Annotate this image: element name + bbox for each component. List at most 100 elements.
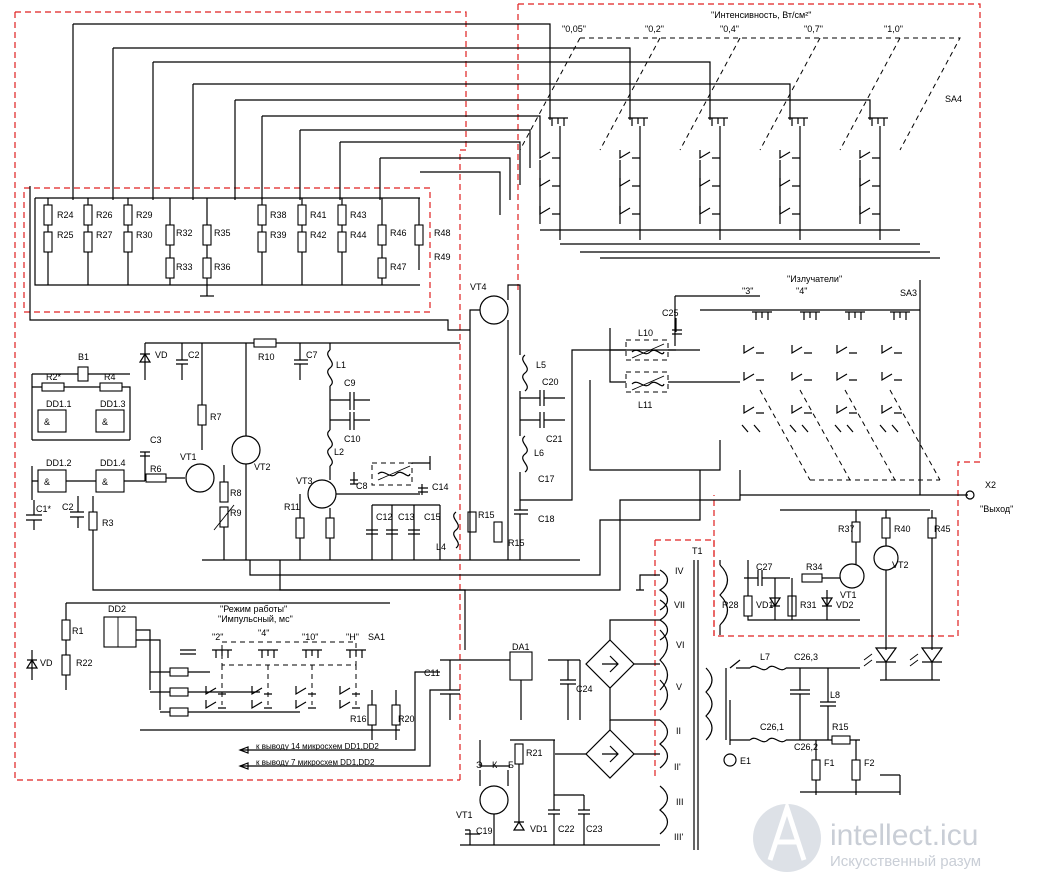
label-r48: R48 xyxy=(434,228,451,238)
label-r22: R22 xyxy=(76,658,93,668)
resistor-bank: R24 R25 R26 R27 R29 R30 R32 R33 R35 R36 … xyxy=(34,197,451,297)
note-pin14: к выводу 14 микросхем DD1,DD2 xyxy=(256,742,379,751)
watermark-logo: intellect.icu xyxy=(830,819,978,852)
label-vt4: VT4 xyxy=(470,282,487,292)
label-vd-top: VD xyxy=(155,350,168,360)
mode-pos-3: "Н" xyxy=(346,632,359,642)
label-r8: R8 xyxy=(230,488,242,498)
output-stage: X2 "Выход" C27 R34 VT1 VT2 R28 VD1 R31 V… xyxy=(722,280,1013,681)
label-l11: L11 xyxy=(638,400,652,410)
rf-generator: C7 L1 C9 C10 L2 VT3 R11 C8 C14 C12 C13 C… xyxy=(284,282,740,561)
label-c14: C14 xyxy=(432,482,449,492)
svg-text:&: & xyxy=(44,417,50,427)
long-wires xyxy=(29,186,741,650)
label-r4: R4 xyxy=(104,372,116,382)
sa4-bus-wires xyxy=(72,23,871,215)
label-c25: C25 xyxy=(662,308,679,318)
mode-pos-2: "10" xyxy=(302,632,318,642)
winding-iii: III xyxy=(676,797,684,807)
winding-vii: VII xyxy=(674,600,685,610)
label-r45: R45 xyxy=(934,524,951,534)
power-filter: VD C2 R10 R7 VT1 VT2 R8 R9 xyxy=(138,338,460,561)
label-c26-3: L8 xyxy=(830,690,840,700)
label-c26-1: C26,3 xyxy=(794,652,818,662)
intensity-title: "Интенсивность, Вт/см²" xyxy=(711,10,811,20)
label-r49: R49 xyxy=(434,252,451,262)
intensity-level-3: "0,7" xyxy=(804,24,823,34)
sa4-switch: "Интенсивность, Вт/см²" "0,05" "0,2" "0,… xyxy=(519,10,962,240)
oscillator-section: B1 R2* R4 & & DD1.1 DD1.3 & & DD1.2 DD1.… xyxy=(26,352,185,545)
label-r46: R46 xyxy=(390,228,407,238)
label-f1: F1 xyxy=(824,758,835,768)
label-c17: C17 xyxy=(538,474,555,484)
svg-text:&: & xyxy=(102,477,108,487)
label-da1: DA1 xyxy=(512,642,530,652)
label-r16: R16 xyxy=(350,714,367,724)
label-r28: R28 xyxy=(722,600,739,610)
power-supply: C11 DA1 C24 T1 IV VII VI V II II' III II… xyxy=(424,546,729,850)
output-connector: X2 xyxy=(985,480,996,490)
watermark-tagline: Искусственный разум xyxy=(830,853,981,870)
label-r36: R36 xyxy=(214,262,231,272)
label-r30: R30 xyxy=(136,230,153,240)
sa4-output-lines xyxy=(540,229,940,259)
label-dd2: DD2 xyxy=(108,604,126,614)
emitter-4-label: "4" xyxy=(796,286,807,296)
label-vt1-left: VT1 xyxy=(180,452,197,462)
label-dd1-4: DD1.4 xyxy=(100,458,126,468)
label-dd1-3: DD1.3 xyxy=(100,399,126,409)
label-r3: R3 xyxy=(102,518,114,528)
label-vt2-left: VT2 xyxy=(254,462,271,472)
winding-vi: VI xyxy=(676,640,685,650)
label-r15-filter: R15 xyxy=(832,722,849,732)
label-l2: L2 xyxy=(334,447,344,457)
label-c20: C20 xyxy=(542,377,559,387)
output-label: "Выход" xyxy=(980,504,1013,514)
label-r33: R33 xyxy=(176,262,193,272)
pin-e: Э xyxy=(476,760,483,770)
label-c22: C22 xyxy=(558,824,575,834)
block-boundaries xyxy=(14,3,981,781)
label-r15-mid2: R15 xyxy=(508,538,525,548)
label-l7: L7 xyxy=(760,652,770,662)
label-c12: C12 xyxy=(376,512,393,522)
label-l8: C26,1 xyxy=(760,722,784,732)
label-r47: R47 xyxy=(390,262,407,272)
label-r37: R37 xyxy=(838,524,855,534)
sa4-label: SA4 xyxy=(945,94,962,104)
intensity-level-1: "0,2" xyxy=(645,24,664,34)
intensity-level-0: "0,05" xyxy=(562,24,586,34)
winding-ii-prime: II' xyxy=(674,762,681,772)
label-vd2-right: VD2 xyxy=(836,600,854,610)
label-c2-left: C2 xyxy=(62,502,74,512)
sa3-label: SA3 xyxy=(900,288,917,298)
label-vd1-bottom: VD1 xyxy=(530,824,548,834)
label-c27: C27 xyxy=(756,562,773,572)
label-r39: R39 xyxy=(270,230,287,240)
label-c9: C9 xyxy=(344,378,356,388)
label-r29: R29 xyxy=(136,210,153,220)
label-c26-2: C26,2 xyxy=(794,742,818,752)
label-r11: R11 xyxy=(284,502,300,512)
label-r9: R9 xyxy=(230,508,242,518)
label-r24: R24 xyxy=(57,210,74,220)
svg-text:&: & xyxy=(44,477,50,487)
label-b1: B1 xyxy=(78,352,89,362)
label-r42: R42 xyxy=(310,230,327,240)
mode-subtitle: "Импульсный, мс" xyxy=(218,614,293,624)
label-c11: C11 xyxy=(424,668,440,678)
pin-k: К xyxy=(492,760,498,770)
svg-text:&: & xyxy=(102,417,108,427)
label-r38: R38 xyxy=(270,210,287,220)
label-vd1-right: VD1 xyxy=(756,600,774,610)
emitters-title: "Излучатели" xyxy=(787,274,842,284)
winding-v: V xyxy=(676,682,682,692)
label-c2-top: C2 xyxy=(188,350,200,360)
label-l1: L1 xyxy=(336,360,346,370)
transformer-label: T1 xyxy=(692,546,703,556)
mains-filter: L7 C26,1 C26,3 L8 C26,2 R15 E1 F1 F2 xyxy=(705,652,901,795)
label-r35: R35 xyxy=(214,228,231,238)
label-r15-mid: R15 xyxy=(478,510,495,520)
label-c24: C24 xyxy=(576,684,593,694)
sa3-switch: "Излучатели" "3" "4" SA3 xyxy=(674,274,941,481)
